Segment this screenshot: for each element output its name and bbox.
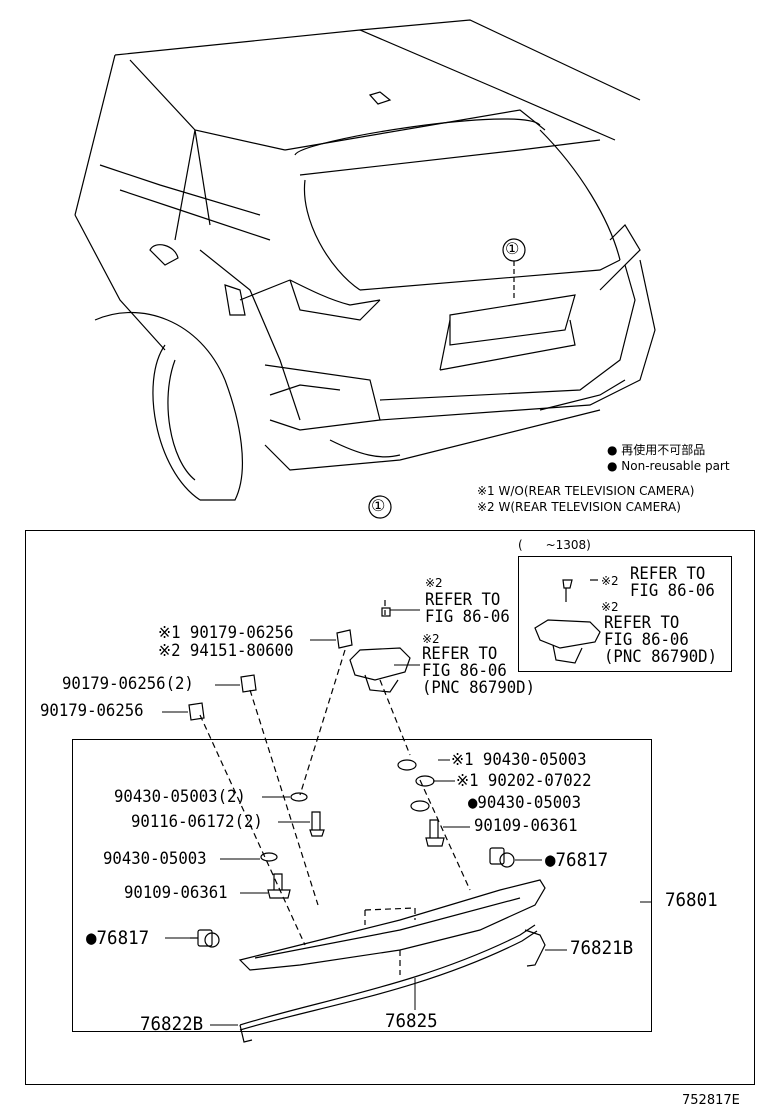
part-label-p10: 90430-05003 [103, 849, 207, 869]
part-label-p9: 90109-06361 [474, 816, 578, 836]
part-label-p12: 90109-06361 [124, 883, 228, 903]
part-label-p3: 90179-06256 [40, 701, 144, 721]
part-label-p5: ※1 90202-07022 [456, 771, 592, 791]
callout-number-vehicle: ① [505, 239, 520, 258]
ref-top-line1: REFER TO [425, 590, 501, 610]
part-label-p17: 76825 [385, 1010, 438, 1032]
clip-76817-right [489, 847, 515, 868]
part-label-p6: ●90430-05003 [468, 793, 582, 813]
outer-frame [25, 530, 755, 1085]
ref-top-line2: FIG 86-06 [425, 607, 510, 627]
inset-camera-ref-mark: ※2 [601, 600, 619, 614]
inset-header: ( ~1308) [518, 538, 591, 552]
part-label-p1b: ※2 94151-80600 [158, 641, 294, 661]
inset-screw-ref-line2: FIG 86-06 [630, 581, 715, 601]
ref-top-mark: ※2 [425, 576, 443, 590]
inset-camera-ref-line1: REFER TO [604, 613, 680, 633]
ref-cam-mark: ※2 [422, 632, 440, 646]
legend-note-1: ※1 W/O(REAR TELEVISION CAMERA) [477, 484, 695, 498]
garnish-assembly-shape [238, 879, 546, 971]
part-label-p15: 76821B [570, 937, 634, 959]
vehicle-rear-view [74, 19, 656, 501]
part-label-p4: ※1 90430-05003 [451, 750, 587, 770]
part-label-p13: ●76817 [86, 927, 150, 949]
callout-number-frame: ① [371, 496, 386, 515]
inset-screw-ref-mark: ※2 [601, 574, 619, 588]
ref-cam-line1: REFER TO [422, 644, 498, 664]
part-label-p11: ●76817 [545, 849, 609, 871]
part-label-p1a: ※1 90179-06256 [158, 623, 294, 643]
part-label-p14: 76801 [665, 889, 718, 911]
inset-camera-ref-line2: FIG 86-06 [604, 630, 689, 650]
legend-nonreusable-en: ● Non-reusable part [607, 459, 730, 473]
legend-nonreusable-jp: ● 再使用不可部品 [607, 443, 706, 457]
part-label-p7: 90430-05003(2) [114, 787, 246, 807]
part-label-p8: 90116-06172(2) [131, 812, 263, 832]
inset-camera-ref-line3: (PNC 86790D) [604, 647, 718, 667]
figure-id: 752817E [682, 1093, 740, 1108]
part-label-p2: 90179-06256(2) [62, 674, 194, 694]
inset-frame [518, 556, 732, 672]
ref-cam-line2: FIG 86-06 [422, 661, 507, 681]
part-label-p16: 76822B [140, 1013, 204, 1035]
inner-frame [72, 739, 652, 1032]
ref-cam-line3: (PNC 86790D) [422, 678, 536, 698]
legend-note-2: ※2 W(REAR TELEVISION CAMERA) [477, 500, 681, 514]
inset-screw-ref-line1: REFER TO [630, 564, 706, 584]
